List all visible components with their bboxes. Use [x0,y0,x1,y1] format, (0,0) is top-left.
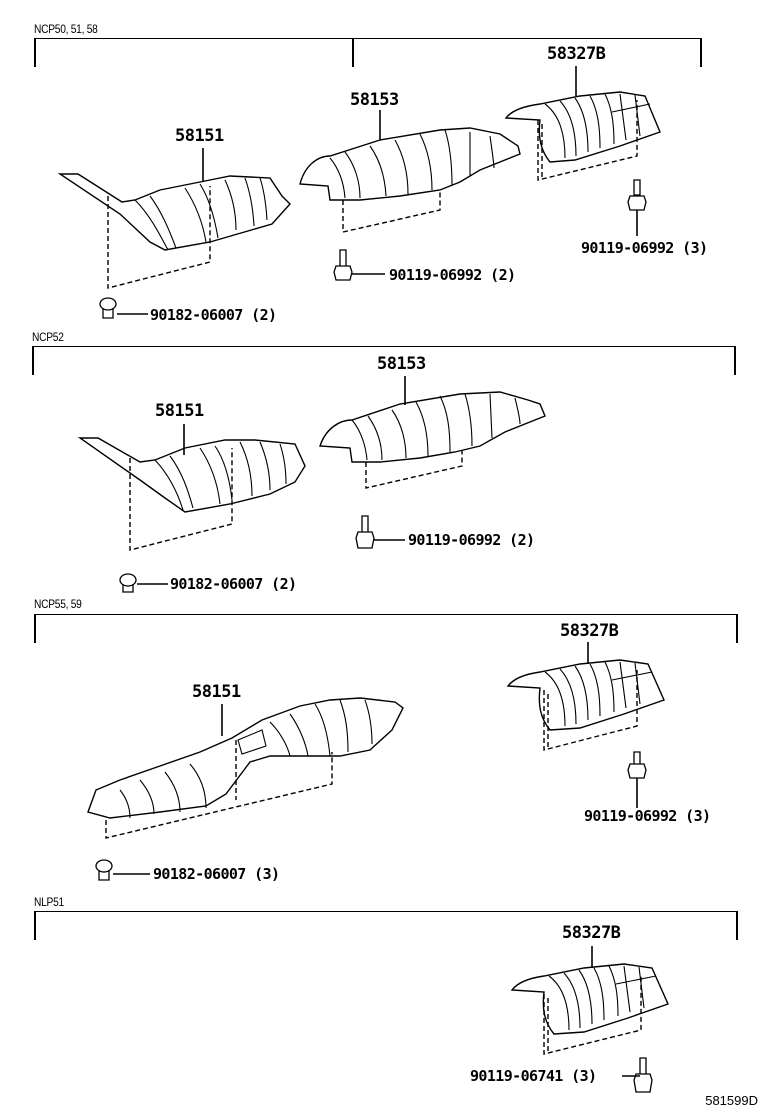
fastener-label-90182-06007-b[interactable]: 90182-06007 (2) [170,575,297,593]
part-label-58153-a[interactable]: 58153 [350,90,399,110]
heat-shield-58327b-c [510,946,669,1055]
nut-icon-b [119,573,168,593]
section-frame-ncp55 [34,614,738,643]
part-label-58151-b[interactable]: 58151 [155,401,204,421]
fastener-label-90119-06741[interactable]: 90119-06741 (3) [470,1067,597,1085]
part-label-58327b-c[interactable]: 58327B [562,923,621,943]
nut-icon-a [99,297,148,319]
bolt-icon-c [355,515,405,549]
part-label-58151-c[interactable]: 58151 [192,682,241,702]
nut-icon-c [95,859,150,881]
section-frame-ncp50 [34,38,354,67]
fastener-label-90119-06992-b[interactable]: 90119-06992 (3) [581,239,708,257]
fastener-label-90182-06007-c[interactable]: 90182-06007 (3) [153,865,280,883]
variant-label-ncp50: NCP50, 51, 58 [34,22,98,36]
bolt-icon-e [622,1057,653,1093]
variant-label-ncp55: NCP55, 59 [34,597,82,611]
part-label-58151-a[interactable]: 58151 [175,126,224,146]
part-label-58327b-a[interactable]: 58327B [547,44,606,64]
heat-shield-58151-c [87,697,404,839]
section-frame-ncp50-right [350,38,702,67]
fastener-label-90119-06992-d[interactable]: 90119-06992 (3) [584,807,711,825]
heat-shield-58153-a [299,110,521,233]
fastener-label-90119-06992-c[interactable]: 90119-06992 (2) [408,531,535,549]
part-label-58153-b[interactable]: 58153 [377,354,426,374]
heat-shield-58327b-b [506,642,665,751]
bolt-icon-d [627,751,647,808]
heat-shield-58327b-a [504,66,661,181]
diagram-id: 581599D [705,1093,758,1108]
section-frame-ncp52 [32,346,736,375]
section-frame-nlp51 [34,911,738,940]
heat-shield-58151-b [77,424,306,551]
heat-shield-58153-b [319,376,546,489]
fastener-label-90119-06992-a[interactable]: 90119-06992 (2) [389,266,516,284]
part-label-58327b-b[interactable]: 58327B [560,621,619,641]
heat-shield-58151-a [57,148,291,289]
variant-label-ncp52: NCP52 [32,330,64,344]
fastener-label-90182-06007-a[interactable]: 90182-06007 (2) [150,306,277,324]
bolt-icon-b [627,179,647,236]
bolt-icon-a [333,249,385,281]
variant-label-nlp51: NLP51 [34,895,64,909]
